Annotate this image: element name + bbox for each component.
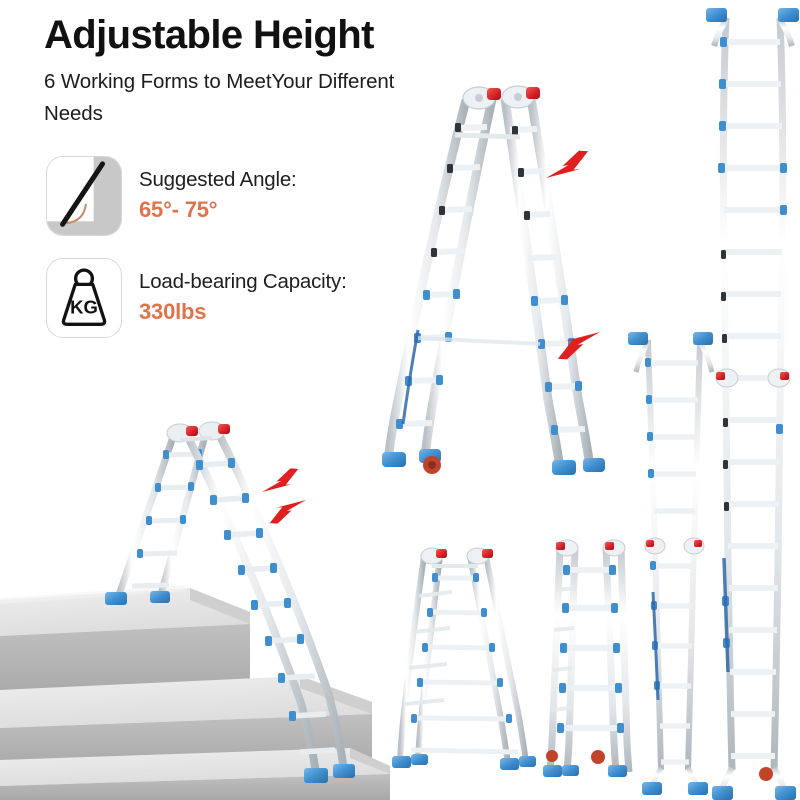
hinge-lock-small-aframe — [420, 547, 493, 565]
hinge-lock-large — [462, 85, 540, 110]
arrow-down-main — [557, 321, 600, 370]
page-title: Adjustable Height — [44, 13, 374, 57]
staircase-scene — [0, 585, 390, 800]
page-subtitle: 6 Working Forms to MeetYour Different Ne… — [44, 70, 395, 125]
arrow-down-stairs — [269, 490, 306, 533]
feature-label: Load-bearing Capacity: — [139, 270, 347, 294]
ladder-folded-scaffold — [543, 539, 633, 777]
arrow-up-stairs — [262, 459, 299, 502]
feature-suggested-angle: Suggested Angle: 65°- 75° — [46, 156, 297, 236]
weight-icon-text: KG — [70, 297, 98, 318]
hinge-lock-scaffold — [555, 539, 626, 557]
arrow-up-main — [546, 140, 589, 189]
hinge-lock-narrow-mid — [644, 537, 705, 555]
feature-load-capacity: KG Load-bearing Capacity: 330lbs — [46, 258, 347, 338]
ladder-a-frame-small — [392, 547, 536, 770]
ladder-extended-tall — [706, 8, 799, 800]
hinge-lock-stairs — [166, 421, 230, 443]
weight-kg-icon-glyph: KG — [61, 268, 107, 326]
angle-icon-glyph — [47, 157, 121, 235]
ladder-a-frame-large — [382, 85, 605, 475]
feature-text-load: Load-bearing Capacity: 330lbs — [139, 269, 347, 326]
ladder-stair-step-configuration — [105, 421, 355, 783]
angle-icon — [46, 156, 122, 236]
feature-value: 330lbs — [139, 299, 207, 325]
feature-label: Suggested Angle: — [139, 168, 297, 192]
ladder-extended-narrow — [628, 332, 715, 795]
weight-kg-icon: KG — [46, 258, 122, 338]
hinge-lock-tall-mid — [715, 368, 791, 388]
feature-text-angle: Suggested Angle: 65°- 75° — [139, 167, 297, 224]
feature-value: 65°- 75° — [139, 197, 218, 223]
